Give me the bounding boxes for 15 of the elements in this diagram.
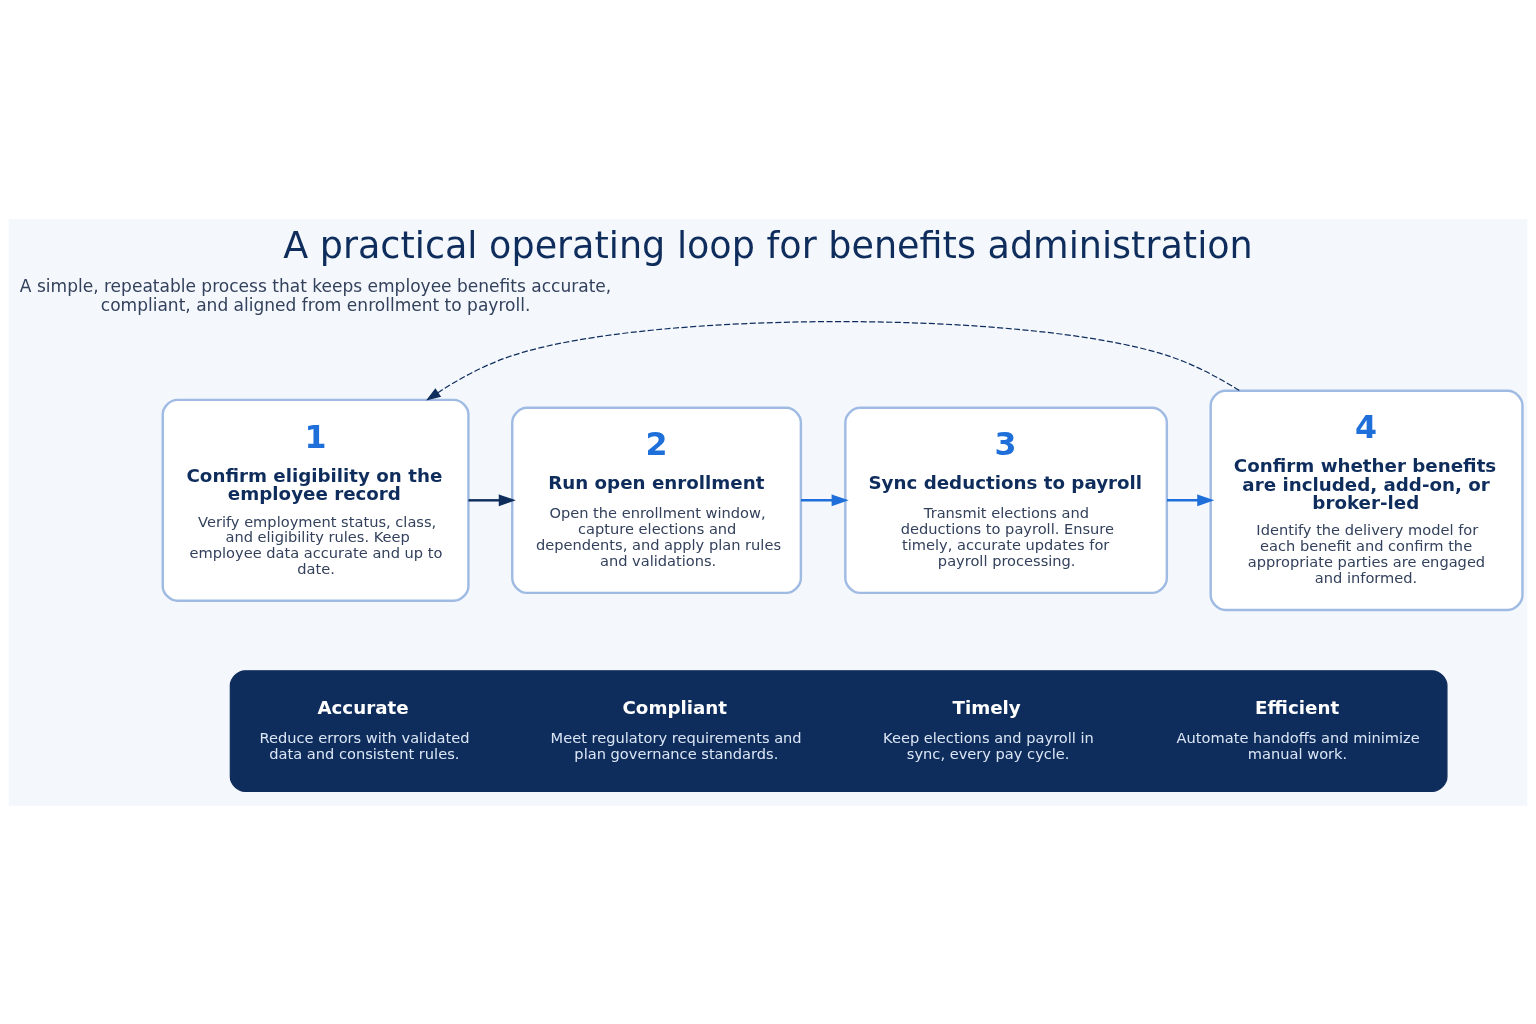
node-text: Timely Keep elections and payroll in sync, every pay cycle. <box>883 696 1094 762</box>
arrow <box>468 493 516 506</box>
node-box: 4 Confirm whether benefits are included, add-on, or broker-led Identify the delivery model for each benefit and confirm the appropriate parties are engaged and informed. <box>1209 389 1524 611</box>
node-box: 2 Run open enrollment Open the enrollment window, capture elections and dependents, and apply plan rules and validations. <box>511 406 803 594</box>
node-text: Compliant Meet regulatory requirements and plan governance standards. <box>550 696 802 762</box>
node-box: 1 Confirm eligibility on the employee record Verify employment status, class, and eligibility rules. Keep employee data accurate and up to date. <box>161 398 470 602</box>
label: A simple, repeatable process that keeps employee benefits accurate, compliant, and aligned from enrollment to payroll. <box>19 275 612 315</box>
arrow <box>426 320 1240 401</box>
arrow <box>800 493 849 506</box>
node-box: 3 Sync deductions to payroll Transmit elections and deductions to payroll. Ensure timely, accurate updates for payroll processing. <box>844 406 1169 594</box>
arrow <box>1166 493 1215 506</box>
diagram-title: A practical operating loop for benefits administration <box>283 223 1253 267</box>
cluster <box>229 669 1448 792</box>
node-text: Accurate Reduce errors with validated data and consistent rules. <box>259 696 470 762</box>
node-text: Efficient Automate handoffs and minimize manual work. <box>1176 696 1420 762</box>
